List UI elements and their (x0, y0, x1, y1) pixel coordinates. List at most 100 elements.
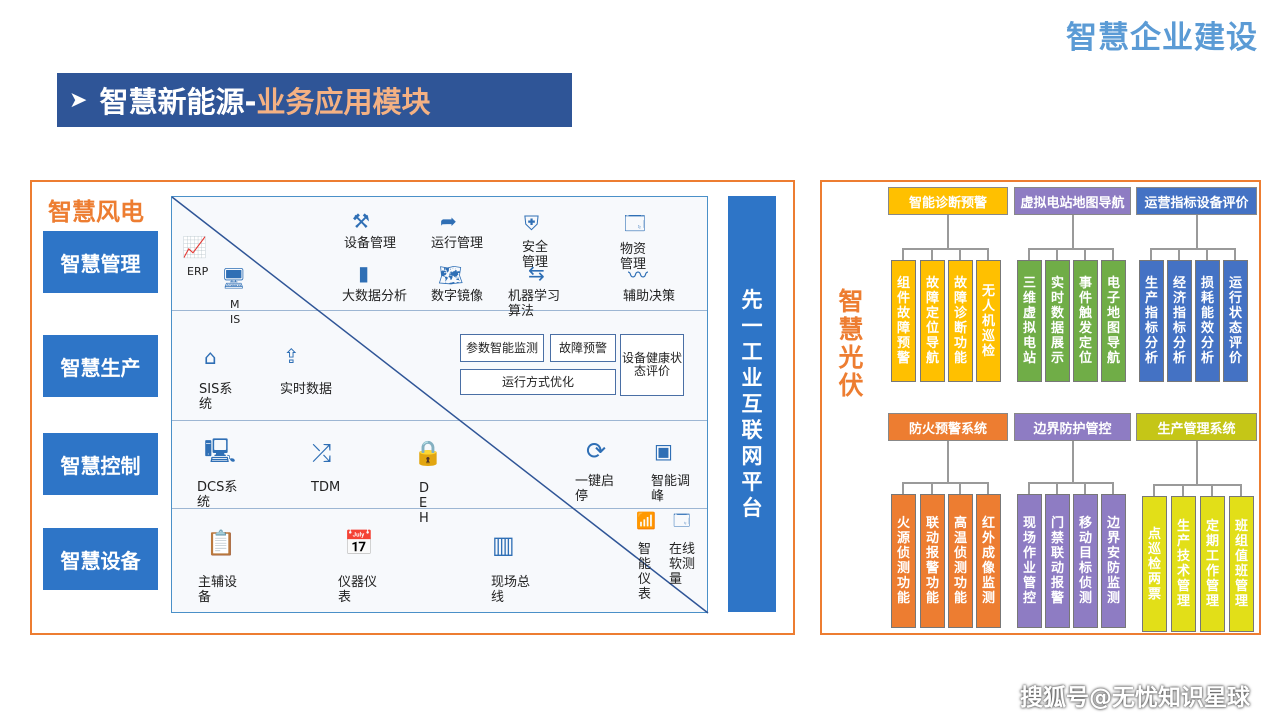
pv-title: 智慧光伏 (838, 287, 864, 400)
row-divider (172, 508, 707, 509)
item-digital-mirror: 数字镜像 (431, 289, 484, 304)
pv-connector (1029, 482, 1113, 484)
pv-top-item: 组件故障预警 (891, 260, 916, 382)
dashboard-icon: ▣ (654, 439, 673, 463)
instrument-label: 仪器仪表 (338, 575, 378, 605)
pv-connector (959, 482, 961, 494)
soft-measure-label: 在线软测量 (669, 542, 696, 587)
item-machine-learning: 机器学习算法 (508, 289, 561, 319)
pv-connector (1211, 484, 1213, 496)
pv-connector (931, 248, 933, 260)
pv-connector (902, 482, 904, 494)
pv-connector (1206, 248, 1208, 260)
pv-top-item: 实时数据展示 (1045, 260, 1070, 382)
pv-connector (1234, 248, 1236, 260)
row-divider (172, 420, 707, 421)
pv-top-item: 电子地图导航 (1101, 260, 1126, 382)
pv-top-item: 三维虚拟电站 (1017, 260, 1042, 382)
pv-connector (1028, 482, 1030, 494)
pv-connector (1182, 484, 1184, 496)
calendar-icon: 📅 (344, 529, 374, 557)
bar-chart-icon: ▮ (358, 261, 370, 285)
item-material-mgmt: 物资管理 (620, 242, 647, 272)
smartpeak-label: 智能调峰 (651, 474, 691, 504)
pv-top-item: 经济指标分析 (1167, 260, 1192, 382)
sis-label: SIS系统 (199, 382, 233, 412)
tdm-label: TDM (311, 480, 341, 495)
pv-top-header-2: 运营指标设备评价 (1136, 187, 1257, 215)
browser-window-icon: 🗔 (624, 211, 646, 235)
share-arrow-icon: ➦ (440, 209, 457, 233)
wind-panel (30, 180, 795, 635)
pv-top-item: 损耗能效分析 (1195, 260, 1220, 382)
pv-bottom-item: 定期工作管理 (1200, 496, 1225, 632)
pv-panel (820, 180, 1261, 635)
pv-bottom-item: 高温侦测功能 (948, 494, 973, 628)
pv-top-item: 生产指标分析 (1139, 260, 1164, 382)
onekey-label: 一键启停 (575, 474, 615, 504)
map-icon: 🗺 (438, 263, 464, 287)
fieldbus-label: 现场总线 (491, 575, 531, 605)
box-fault-warning: 故障预警 (550, 334, 616, 362)
refresh-arrows-icon: ⇆ (528, 261, 545, 285)
pv-bottom-item: 现场作业管控 (1017, 494, 1042, 628)
pv-bottom-item: 边界安防监测 (1101, 494, 1126, 628)
pv-bottom-item: 班组值班管理 (1229, 496, 1254, 632)
realtime-data-label: 实时数据 (280, 382, 333, 397)
box-health-evaluation: 设备健康状态评价 (620, 334, 684, 396)
pv-top-item: 故障诊断功能 (948, 260, 973, 382)
side-smart-production: 智慧生产 (43, 335, 158, 397)
pv-connector (1154, 484, 1241, 486)
home-icon: ⌂ (204, 345, 217, 369)
pv-top-header-0: 智能诊断预警 (888, 187, 1008, 215)
pv-connector (947, 441, 949, 482)
pv-connector (903, 248, 988, 250)
aux-equipment-label: 主辅设备 (198, 575, 238, 605)
brand-title: 智慧企业建设 (1066, 20, 1258, 56)
pv-connector (1178, 248, 1180, 260)
dcs-label: DCS系统 (197, 480, 238, 510)
platform-label: 先一工业互联网平台 (741, 288, 763, 520)
wind-title: 智慧风电 (48, 198, 144, 226)
pv-connector (1151, 248, 1235, 250)
pv-connector (1056, 482, 1058, 494)
wifi-icon: 📶 (636, 511, 656, 530)
arrow-icon: ➤ (69, 87, 88, 113)
box-param-monitor: 参数智能监测 (460, 334, 544, 362)
section-title-part2: 业务应用模块 (256, 85, 431, 119)
section-title-bar: ➤ 智慧新能源- 业务应用模块 (57, 73, 572, 127)
trend-line-icon: 〰 (628, 263, 648, 287)
window-icon: 🗔 (673, 511, 691, 530)
pv-bottom-header-1: 边界防护管控 (1014, 413, 1131, 441)
pv-connector (902, 248, 904, 260)
pv-bottom-item: 火源侦测功能 (891, 494, 916, 628)
side-smart-control: 智慧控制 (43, 433, 158, 495)
pv-connector (1150, 248, 1152, 260)
industrial-platform-bar: 先一工业互联网平台 (728, 196, 776, 612)
smart-meter-label: 智能仪表 (638, 542, 652, 602)
pv-connector (1056, 248, 1058, 260)
item-equipment-mgmt: 设备管理 (344, 236, 397, 251)
pv-bottom-header-2: 生产管理系统 (1136, 413, 1257, 441)
pv-connector (987, 482, 989, 494)
pv-connector (1028, 248, 1030, 260)
lock-icon: 🔒 (413, 439, 443, 467)
tools-icon: ⚒ (352, 209, 370, 233)
columns-icon: ▥ (492, 531, 515, 559)
item-bigdata-analysis: 大数据分析 (342, 289, 408, 304)
pv-connector (1240, 484, 1242, 496)
side-smart-management: 智慧管理 (43, 231, 158, 293)
pv-top-item: 事件触发定位 (1073, 260, 1098, 382)
pv-connector (1029, 248, 1113, 250)
pv-connector (959, 248, 961, 260)
pv-top-item: 运行状态评价 (1223, 260, 1248, 382)
pv-connector (1195, 215, 1198, 248)
side-smart-equipment: 智慧设备 (43, 528, 158, 590)
diagonal-line (171, 196, 709, 614)
mis-label: MIS (230, 298, 241, 326)
pv-connector (903, 482, 988, 484)
pv-top-item: 无人机巡检 (976, 260, 1001, 382)
pv-bottom-item: 点巡检两票 (1142, 496, 1167, 632)
pv-connector (1112, 248, 1114, 260)
monitor-chart-icon: 📈 (182, 235, 207, 259)
